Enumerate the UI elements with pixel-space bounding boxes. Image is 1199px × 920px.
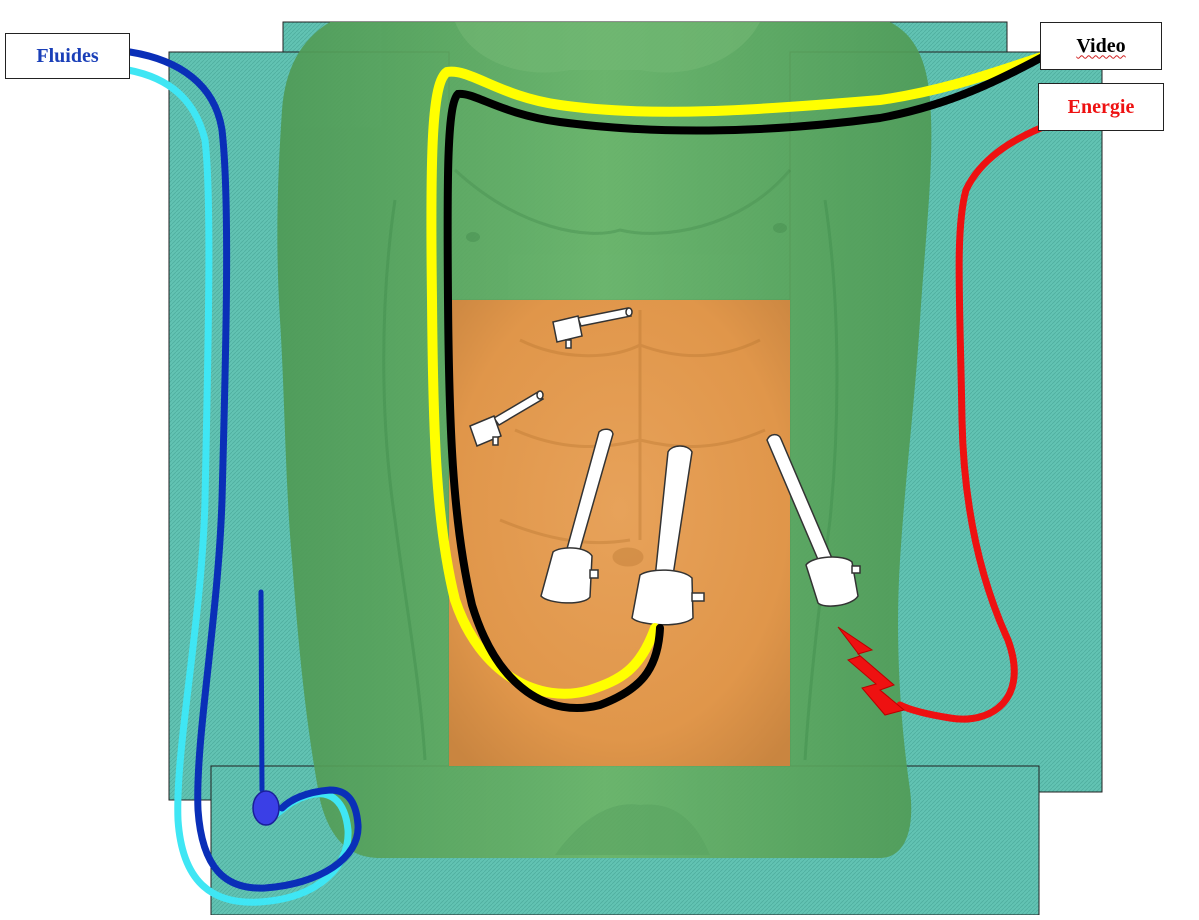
operative-field bbox=[449, 300, 790, 766]
fluid-line-dark bbox=[126, 48, 362, 892]
video-label: Video bbox=[1076, 34, 1126, 57]
trocar-right bbox=[766, 433, 861, 607]
trocar-icon bbox=[469, 307, 861, 626]
abdomen-contours bbox=[499, 310, 766, 567]
video-label-box: Video bbox=[1040, 22, 1162, 70]
trocar-center-left bbox=[540, 428, 614, 604]
trocar-left-small bbox=[469, 390, 545, 447]
trocar-upper-small bbox=[552, 307, 633, 349]
video-cable-black bbox=[443, 49, 1054, 712]
fluids-label: Fluides bbox=[36, 44, 99, 67]
fluid-lines bbox=[124, 48, 362, 906]
energy-label: Energie bbox=[1067, 95, 1135, 118]
fluid-line-light bbox=[124, 66, 352, 906]
video-cables bbox=[426, 49, 1054, 712]
energy-cable bbox=[896, 121, 1052, 723]
energy-label-box: Energie bbox=[1038, 83, 1164, 131]
lightning-bolt-icon bbox=[837, 626, 906, 716]
trocar-scope bbox=[631, 445, 705, 626]
fluid-reservoir bbox=[252, 790, 280, 826]
fluids-label-box: Fluides bbox=[5, 33, 130, 79]
fluid-suction-line bbox=[258, 589, 265, 793]
